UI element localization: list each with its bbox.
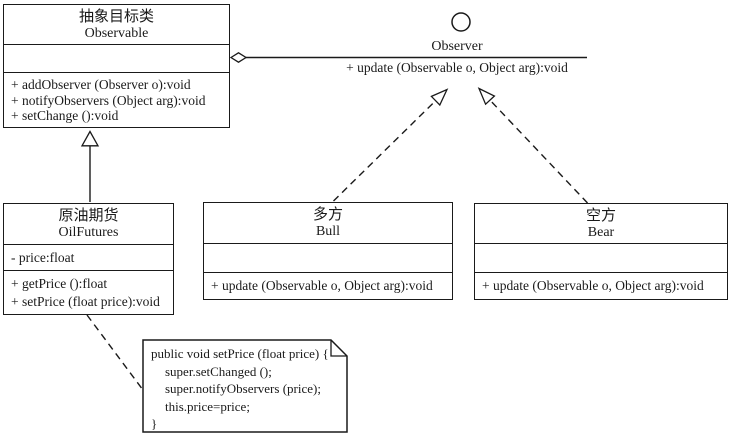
code-line: public void setPrice (float price) { xyxy=(151,346,329,361)
bear-realization-line xyxy=(489,99,589,204)
method-item: + setPrice (float price):void xyxy=(11,293,160,309)
inheritance-triangle-icon xyxy=(80,130,100,147)
aggregation-diamond-icon xyxy=(229,52,248,63)
method-item: + getPrice ():float xyxy=(11,276,108,291)
class-name-cn: 抽象目标类 xyxy=(78,8,154,25)
class-name-en: Bull xyxy=(315,224,341,239)
code-line: super.setChanged (); xyxy=(165,363,272,379)
class-methods-bull: + update (Observable o, Object arg):void xyxy=(204,273,452,298)
class-title-observable: 抽象目标类 Observable xyxy=(4,5,229,45)
method-item: + setChange ():void xyxy=(11,108,119,123)
class-box-oilfutures: 原油期货 OilFutures - price:float + getPrice… xyxy=(3,203,174,315)
class-name-en: Bear xyxy=(587,224,615,240)
class-methods-bear: + update (Observable o, Object arg):void xyxy=(475,273,727,298)
dependency-arrowhead-icon xyxy=(477,87,496,106)
class-name-cn: 原油期货 xyxy=(58,208,119,224)
method-item: + update (Observable o, Object arg):void xyxy=(211,277,433,293)
class-attributes-observable xyxy=(4,45,229,73)
method-item: + addObserver (Observer o):void xyxy=(11,77,191,92)
dependency-arrowhead-icon xyxy=(430,88,449,107)
method-item: + update (Observable o, Object arg):void xyxy=(482,277,704,293)
class-name-cn: 多方 xyxy=(312,207,343,223)
note-shape xyxy=(142,339,348,433)
class-title-bull: 多方 Bull xyxy=(204,203,452,244)
code-line: } xyxy=(151,416,158,432)
note-fold-icon xyxy=(330,340,347,357)
interface-name-observer: Observer xyxy=(431,39,483,54)
class-title-bear: 空方 Bear xyxy=(475,204,727,244)
class-attributes-oilfutures: - price:float xyxy=(4,245,173,271)
class-methods-observable: + addObserver (Observer o):void + notify… xyxy=(4,73,229,124)
class-name-en: Observable xyxy=(84,25,149,41)
class-attributes-bear xyxy=(475,244,727,273)
class-box-bull: 多方 Bull + update (Observable o, Object a… xyxy=(203,202,453,300)
interface-method-update: + update (Observable o, Object arg):void xyxy=(346,60,568,75)
code-line: super.notifyObservers (price); xyxy=(165,381,321,397)
class-attributes-bull xyxy=(204,244,452,273)
code-note: public void setPrice (float price) { sup… xyxy=(151,345,343,433)
attribute-item: - price:float xyxy=(11,249,75,265)
class-methods-oilfutures: + getPrice ():float + setPrice (float pr… xyxy=(4,271,173,310)
class-title-oilfutures: 原油期货 OilFutures xyxy=(4,204,173,245)
method-item: + notifyObservers (Object arg):void xyxy=(11,92,206,108)
interface-circle-icon xyxy=(451,12,471,32)
note-anchor-line xyxy=(86,314,144,391)
class-box-bear: 空方 Bear + update (Observable o, Object a… xyxy=(474,203,728,300)
bull-realization-line xyxy=(333,100,437,202)
class-box-observable: 抽象目标类 Observable + addObserver (Observer… xyxy=(3,4,230,128)
class-name-cn: 空方 xyxy=(585,207,616,224)
code-line: this.price=price; xyxy=(165,398,250,414)
class-name-en: OilFutures xyxy=(58,225,119,240)
